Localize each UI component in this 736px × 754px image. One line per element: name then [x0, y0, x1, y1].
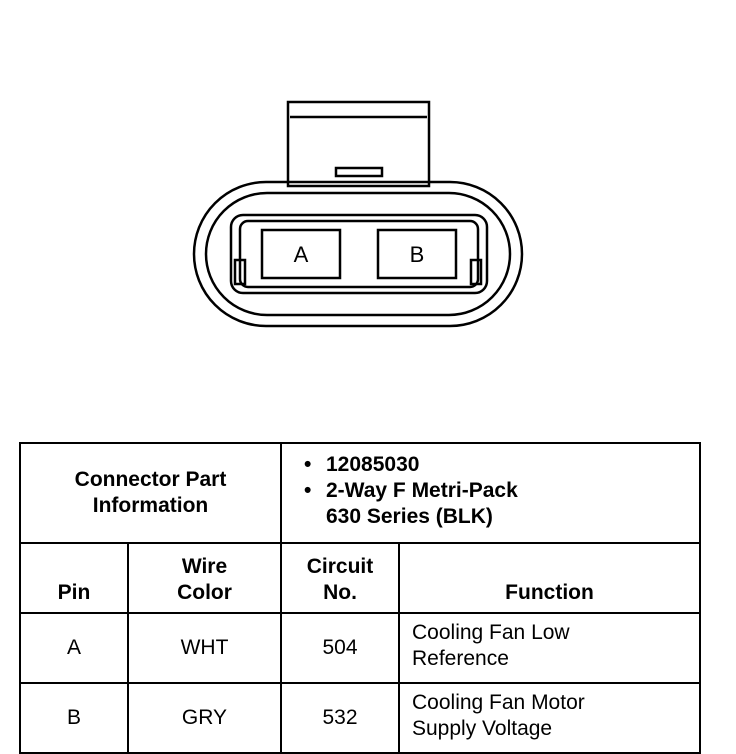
wire-color-header-line2: Color	[177, 581, 232, 604]
function-cell: Cooling Fan Low Reference	[398, 612, 701, 684]
pin-b-cavity	[376, 228, 458, 280]
connector-face-diagram: A B	[192, 100, 524, 328]
circuit-header: Circuit No.	[280, 542, 400, 614]
locking-tab	[286, 100, 431, 188]
function-header: Function	[398, 542, 701, 614]
wire-color-header: Wire Color	[127, 542, 282, 614]
pin-b-label: B	[410, 242, 425, 267]
pin-cell: B	[19, 682, 129, 754]
connector-inner-cavity	[229, 213, 489, 295]
pin-header: Pin	[19, 542, 129, 614]
column-header-row: Pin Wire Color Circuit No. Function	[19, 542, 701, 614]
pin-a-cavity	[260, 228, 342, 280]
connector-inner-cavity-inset	[238, 219, 480, 289]
part-info-row: Connector Part Information • 12085030 • …	[19, 442, 701, 544]
part-info-label-line2: Information	[92, 494, 209, 517]
part-number-item: • 12085030	[304, 452, 699, 478]
connector-outer-shell	[192, 180, 524, 328]
wire-color-cell: WHT	[127, 612, 282, 684]
function-line2: Reference	[412, 647, 509, 670]
locking-tab-notch	[334, 166, 384, 178]
connector-type-line2: 630 Series (BLK)	[326, 505, 493, 528]
connector-type-item: • 2-Way F Metri-Pack	[304, 478, 699, 504]
function-line1: Cooling Fan Low	[412, 621, 570, 644]
function-cell: Cooling Fan Motor Supply Voltage	[398, 682, 701, 754]
table-row: A WHT 504 Cooling Fan Low Reference	[19, 612, 701, 684]
left-key	[233, 258, 247, 286]
circuit-header-line2: No.	[323, 581, 357, 604]
connector-middle-shell	[204, 191, 512, 317]
wire-color-header-line1: Wire	[181, 555, 228, 578]
circuit-header-line1: Circuit	[306, 555, 374, 578]
connector-info-table: Connector Part Information • 12085030 • …	[19, 442, 701, 754]
part-info-label: Connector Part Information	[19, 442, 282, 544]
pin-header-text: Pin	[57, 581, 91, 604]
part-number: 12085030	[326, 453, 420, 476]
circuit-cell: 532	[280, 682, 400, 754]
circuit-cell: 504	[280, 612, 400, 684]
function-header-text: Function	[505, 581, 594, 604]
table-row: B GRY 532 Cooling Fan Motor Supply Volta…	[19, 682, 701, 754]
function-line1: Cooling Fan Motor	[412, 691, 585, 714]
pin-cell: A	[19, 612, 129, 684]
bullet-icon: •	[304, 453, 312, 476]
pin-a-label: A	[294, 242, 309, 267]
wire-color-cell: GRY	[127, 682, 282, 754]
function-line2: Supply Voltage	[412, 717, 553, 740]
bullet-icon: •	[304, 479, 312, 502]
right-key	[469, 258, 483, 286]
part-info-values: • 12085030 • 2-Way F Metri-Pack 630 Seri…	[280, 442, 701, 544]
part-info-label-line1: Connector Part	[74, 468, 227, 491]
connector-type-line1: 2-Way F Metri-Pack	[326, 479, 518, 502]
